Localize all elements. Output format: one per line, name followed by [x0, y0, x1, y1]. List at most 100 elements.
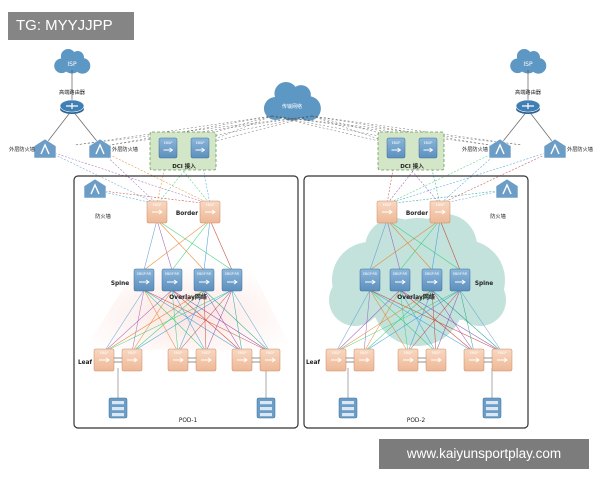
link-line: [103, 289, 173, 353]
dci-switch-right-b: [418, 137, 438, 159]
dci-switch-right-a-arrow: [391, 147, 402, 153]
isp-label-left: ISP: [67, 61, 77, 68]
pod1-server-right-slot: [260, 413, 272, 417]
link-line: [407, 289, 433, 353]
ext-firewall-left-b-flame: [95, 143, 105, 155]
link-line: [459, 289, 503, 353]
link-line: [386, 189, 506, 205]
link-line: [435, 289, 461, 353]
pod2-spine-1-tag: EBGP RR: [393, 272, 408, 276]
pod2-spine-3-arrow: [455, 279, 466, 285]
pod1-spine-1-tag: EBGP RR: [165, 272, 180, 276]
pod2-leaf-5-arrow: [497, 357, 508, 363]
pod1-leaf-3-arrow: [201, 357, 212, 363]
link-line: [439, 189, 506, 205]
pod2-spine-2-arrow: [427, 279, 438, 285]
dci-switch-right-a-tag: EBGP: [392, 141, 401, 145]
pod1-leaf-1-tag: EBGP: [128, 351, 137, 355]
link-line: [527, 109, 556, 146]
isp-cloud-left: [54, 49, 91, 74]
link-line: [171, 289, 179, 353]
link-line: [386, 219, 461, 271]
pod2-firewall-flame: [502, 183, 512, 195]
pod2-spine-2: [421, 268, 443, 292]
link-line: [171, 289, 271, 353]
pod2-leaf-0-tag: EBGP: [332, 351, 341, 355]
link-line: [99, 149, 211, 205]
pod2-leaf-0-arrow: [331, 357, 342, 363]
link-line: [439, 149, 501, 205]
pod1-spine-0-arrow: [139, 279, 150, 285]
edge-router-label-left: 高端路由器: [59, 88, 86, 96]
pod1-spine-2-arrow: [199, 279, 210, 285]
link-line: [369, 289, 503, 353]
pod2-spine-0-tag: EBGP RR: [363, 272, 378, 276]
pod2-border-0-arrow: [382, 209, 393, 215]
pod1-leaf-5-tag: EBGP: [266, 351, 275, 355]
pod2-server-left-slot: [342, 401, 354, 405]
link-line: [199, 115, 313, 146]
ext-firewall-left-a-flame: [40, 143, 50, 155]
link-line: [167, 115, 313, 146]
pod1-spine-2-tag: EBGP RR: [197, 272, 212, 276]
dci-switch-right-a: [386, 137, 406, 159]
pod1-leaf-0-arrow: [99, 357, 110, 363]
dci-switch-left-b-arrow: [195, 147, 206, 153]
pod1-server-right-slot: [260, 401, 272, 405]
ext-firewall-left-b: [88, 138, 112, 159]
leaf-label-pod2: Leaf: [306, 360, 321, 366]
link-line: [399, 289, 437, 353]
link-line: [177, 289, 233, 353]
link-line: [363, 289, 461, 353]
link-line: [335, 289, 433, 353]
link-line: [131, 289, 173, 353]
pod1-leaf-2-arrow: [173, 357, 184, 363]
pod1-frame: [73, 175, 299, 429]
link-line: [311, 115, 523, 146]
transport-network-label: 传输网络: [282, 103, 302, 110]
ext-firewall-right-b-flame: [550, 143, 560, 155]
pod2-leaf-1-tag: EBGP: [360, 351, 369, 355]
link-line: [369, 219, 441, 271]
ext-firewall-label-left-b: 外层防火墙: [112, 145, 138, 153]
pod1-leaf-2-tag: EBGP: [174, 351, 183, 355]
link-line: [407, 289, 461, 353]
pod1-firewall-flame: [90, 183, 100, 195]
link-line: [499, 109, 529, 146]
dci-switch-left-b: [190, 137, 210, 159]
link-line: [369, 219, 388, 271]
pod2-label: POD-2: [407, 418, 426, 424]
link-line: [399, 289, 409, 353]
link-line: [156, 219, 173, 271]
pod2-leaf-5-tag: EBGP: [498, 351, 507, 355]
link-line: [156, 219, 233, 271]
dci-switch-left-a: [158, 137, 178, 159]
link-line: [143, 289, 179, 353]
overlay-cloud-pod2: [329, 214, 506, 346]
link-line: [74, 115, 273, 146]
overlay-label-pod2: Overlay网络: [397, 293, 435, 301]
dci-switch-right-b-arrow: [423, 147, 434, 153]
pod1-spine-2: [193, 268, 215, 292]
pod1-leaf-4-arrow: [237, 357, 248, 363]
link-line: [311, 115, 397, 146]
link-line: [386, 149, 556, 205]
edge-router-right-arrows: [522, 103, 534, 109]
link-line: [109, 115, 273, 146]
pod1-spine-3-tag: EBGP RR: [225, 272, 240, 276]
pod1-firewall: [83, 178, 107, 199]
spine-label-pod1: Spine: [111, 281, 129, 287]
spine-label-pod2: Spine: [475, 281, 493, 287]
pod2-border-1-arrow: [435, 209, 446, 215]
pod1-border-1-tag: EBGP: [206, 203, 215, 207]
pod1-server-left-slot: [112, 413, 124, 417]
link-line: [369, 289, 475, 353]
pod2-leaf-3-tag: EBGP: [432, 351, 441, 355]
dci-switch-left-b-tag: EBGP: [196, 141, 205, 145]
link-line: [335, 289, 401, 353]
leaf-label-pod1: Leaf: [78, 360, 93, 366]
pod2-frame: [303, 175, 529, 429]
pod2-leaf-4-tag: EBGP: [470, 351, 479, 355]
edge-router-left-arrows: [66, 103, 78, 109]
ext-firewall-label-right-a: 外层防火墙: [462, 145, 488, 153]
